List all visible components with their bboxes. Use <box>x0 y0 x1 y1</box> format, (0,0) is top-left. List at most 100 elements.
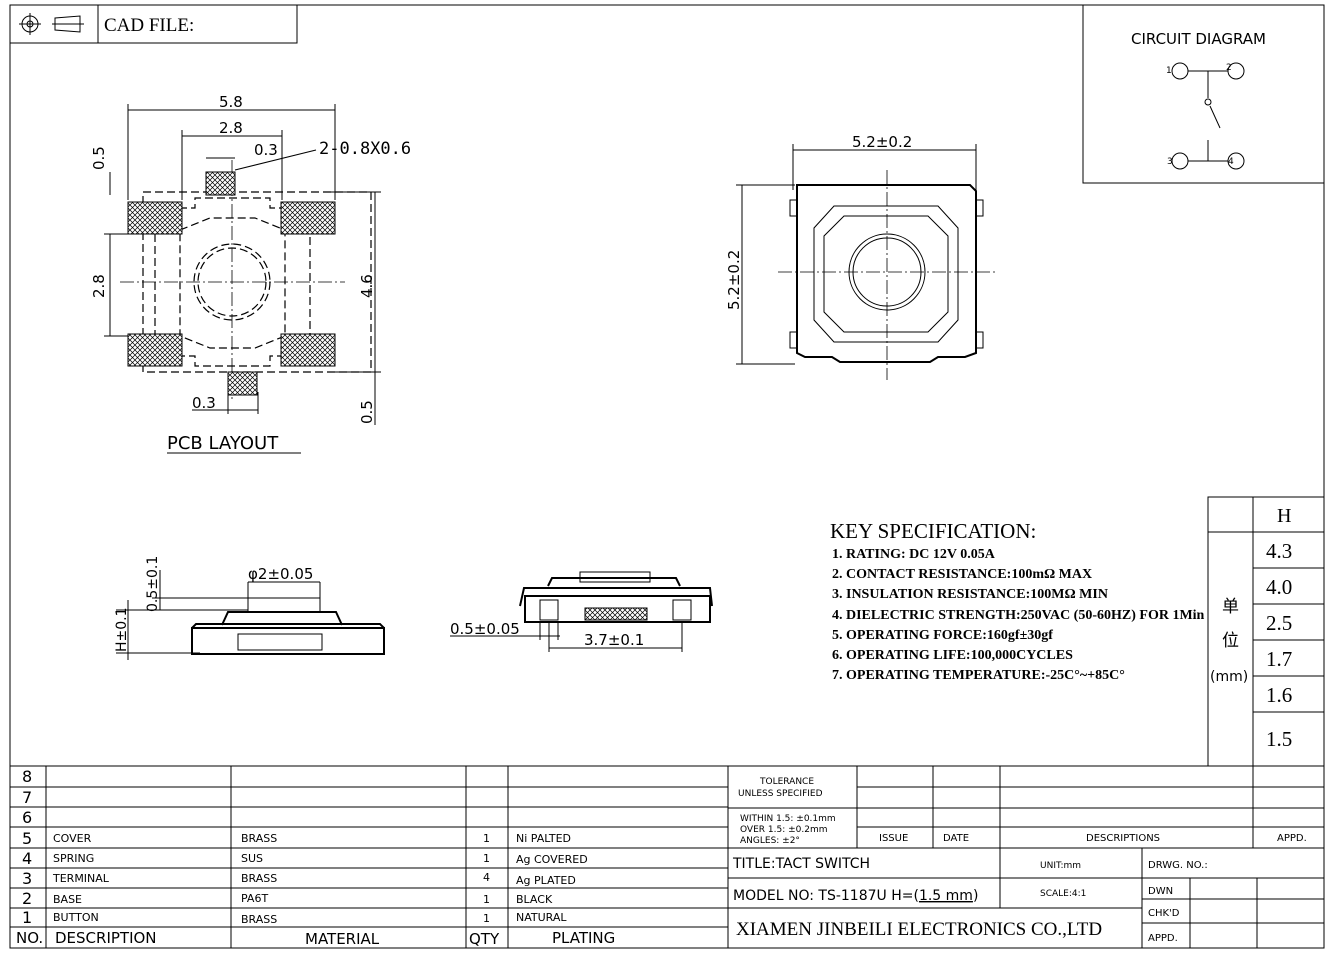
spec-item-7: 7. OPERATING TEMPERATURE:-25C°~+85C° <box>832 668 1125 683</box>
cad-header: CAD FILE: <box>9 4 298 44</box>
bom-mat-3: BRASS <box>241 872 277 885</box>
spec-item-2: 2. CONTACT RESISTANCE:100mΩ MAX <box>832 567 1092 582</box>
pad-top <box>205 171 236 196</box>
model-h-value: 1.5 mm <box>919 888 973 904</box>
unit-cn-1: 单 <box>1222 597 1239 617</box>
tolerance-line-2: UNLESS SPECIFIED <box>738 789 823 799</box>
bom-plating-5: Ni PALTED <box>516 832 571 845</box>
pin-2-label: 2 <box>1226 63 1232 73</box>
pad-top-left <box>127 201 183 235</box>
pin-1-label: 1 <box>1166 66 1172 76</box>
table-row: 5 COVER BRASS 1 Ni PALTED <box>22 829 571 848</box>
dim-left-mid: 2.8 <box>90 274 108 298</box>
bom-qty-2: 1 <box>483 893 490 906</box>
bom-no-3: 3 <box>22 869 32 888</box>
dim-top-width: 5.2±0.2 <box>852 133 912 151</box>
bom-qty-4: 1 <box>483 852 490 865</box>
table-row: 4 SPRING SUS 1 Ag COVERED <box>22 849 588 868</box>
bom-desc-1: BUTTON <box>53 911 99 924</box>
within-line-1: WITHIN 1.5: ±0.1mm <box>740 814 836 824</box>
unit-mm: (mm) <box>1210 669 1248 685</box>
h-table-header: H <box>1277 505 1291 527</box>
sheet-border <box>9 4 1325 949</box>
pcb-layout-title: PCB LAYOUT <box>167 433 279 454</box>
dim-total-width: 5.8 <box>219 93 243 111</box>
h-value-6: 1.5 <box>1266 727 1292 751</box>
spec-title: KEY SPECIFICATION: <box>830 519 1036 543</box>
dim-button-diameter: φ2±0.05 <box>248 565 313 583</box>
bom-no-1: 1 <box>22 908 32 927</box>
chkd-label: CHK'D <box>1148 908 1180 919</box>
side-view: φ2±0.05 0.5±0.1 H±0.1 <box>114 556 385 660</box>
bom-desc-4: SPRING <box>53 852 94 865</box>
table-row: 1 BUTTON BRASS 1 NATURAL <box>22 908 567 927</box>
spec-item-4: 4. DIELECTRIC STRENGTH:250VAC (50-60HZ) … <box>832 608 1205 623</box>
front-view: 0.5±0.05 3.7±0.1 <box>450 571 713 652</box>
dim-height-h: H±0.1 <box>114 607 130 652</box>
bom-no-6: 6 <box>22 808 32 827</box>
bom-no-5: 5 <box>22 829 32 848</box>
dim-pad-width: 0.3 <box>254 141 278 159</box>
bom-no-7: 7 <box>22 788 32 807</box>
cad-file-label: CAD FILE: <box>104 15 194 36</box>
within-line-2: OVER 1.5: ±0.2mm <box>740 825 827 835</box>
circuit-diagram: CIRCUIT DIAGRAM 1 2 3 4 <box>1082 4 1325 184</box>
scale-label: SCALE:4:1 <box>1040 889 1086 899</box>
bom-desc-5: COVER <box>53 832 92 845</box>
height-table: H 单 位 (mm) 4.3 4.0 2.5 1.7 1.6 1.5 <box>1207 496 1325 767</box>
company-name: XIAMEN JINBEILI ELECTRONICS CO.,LTD <box>736 919 1102 940</box>
bom-plating-3: Ag PLATED <box>516 874 576 887</box>
bom-mat-4: SUS <box>241 852 263 865</box>
dim-left-top: 0.5 <box>90 146 108 170</box>
bom-qty-5: 1 <box>483 832 490 845</box>
projection-symbol-icon <box>19 13 84 35</box>
within-line-3: ANGLES: ±2° <box>740 836 800 846</box>
appd-label: APPD. <box>1277 833 1307 844</box>
bom-header-qty: QTY <box>469 930 500 948</box>
title-label: TITLE:TACT SWITCH <box>732 856 870 872</box>
bom-mat-5: BRASS <box>241 832 277 845</box>
h-value-4: 1.7 <box>1266 647 1292 671</box>
h-value-2: 4.0 <box>1266 575 1292 599</box>
dim-bottom-width: 0.3 <box>192 394 216 412</box>
pin-3-label: 3 <box>1167 157 1173 167</box>
bom-mat-1: BRASS <box>241 913 277 926</box>
bom-table: 8 7 6 5 COVER BRASS 1 Ni PALTED 4 SPRING… <box>10 765 1324 948</box>
table-row: 2 BASE PA6T 1 BLACK <box>22 889 553 908</box>
top-view: 5.2±0.2 5.2±0.2 <box>725 133 995 380</box>
dim-right-height: 4.6 <box>358 274 376 298</box>
dim-top-height: 5.2±0.2 <box>725 250 743 310</box>
bom-header-material: MATERIAL <box>305 930 380 948</box>
model-prefix: MODEL NO: TS-1187U H=( <box>733 888 919 904</box>
spec-item-1: 1. RATING: DC 12V 0.05A <box>832 547 996 562</box>
dim-terminal-pitch: 3.7±0.1 <box>584 631 644 649</box>
bom-desc-3: TERMINAL <box>52 872 110 885</box>
title-block: TOLERANCE UNLESS SPECIFIED WITHIN 1.5: ±… <box>728 766 1324 948</box>
pad-bottom-right <box>280 333 336 367</box>
pcb-layout-view: 5.8 2.8 0.3 2-0.8X0.6 0.5 2.8 4.6 0.5 0.… <box>90 93 411 454</box>
h-value-5: 1.6 <box>1266 683 1292 707</box>
pad-bottom <box>227 371 258 396</box>
key-specification: KEY SPECIFICATION: 1. RATING: DC 12V 0.0… <box>830 519 1205 683</box>
spec-item-5: 5. OPERATING FORCE:160gf±30gf <box>832 628 1053 643</box>
bom-header-description: DESCRIPTION <box>55 929 157 947</box>
pad-bottom-left <box>127 333 183 367</box>
bom-no-4: 4 <box>22 849 32 868</box>
bom-no-2: 2 <box>22 889 32 908</box>
date-label: DATE <box>943 833 969 844</box>
dim-callout: 2-0.8X0.6 <box>319 139 411 159</box>
drawing-number-label: DRWG. NO.: <box>1148 860 1208 871</box>
h-value-3: 2.5 <box>1266 611 1292 635</box>
pad-top-right <box>280 201 336 235</box>
bom-header-plating: PLATING <box>552 929 615 947</box>
dim-bottom-height: 0.5 <box>358 400 376 424</box>
model-suffix: ) <box>973 888 978 904</box>
bom-no-8: 8 <box>22 767 32 786</box>
bom-mat-2: PA6T <box>241 892 268 905</box>
dim-terminal-width: 0.5±0.05 <box>450 620 520 638</box>
unit-label: UNIT:mm <box>1040 861 1081 871</box>
bom-qty-1: 1 <box>483 912 490 925</box>
table-row: 3 TERMINAL BRASS 4 Ag PLATED <box>22 869 576 888</box>
bom-plating-2: BLACK <box>516 893 553 906</box>
